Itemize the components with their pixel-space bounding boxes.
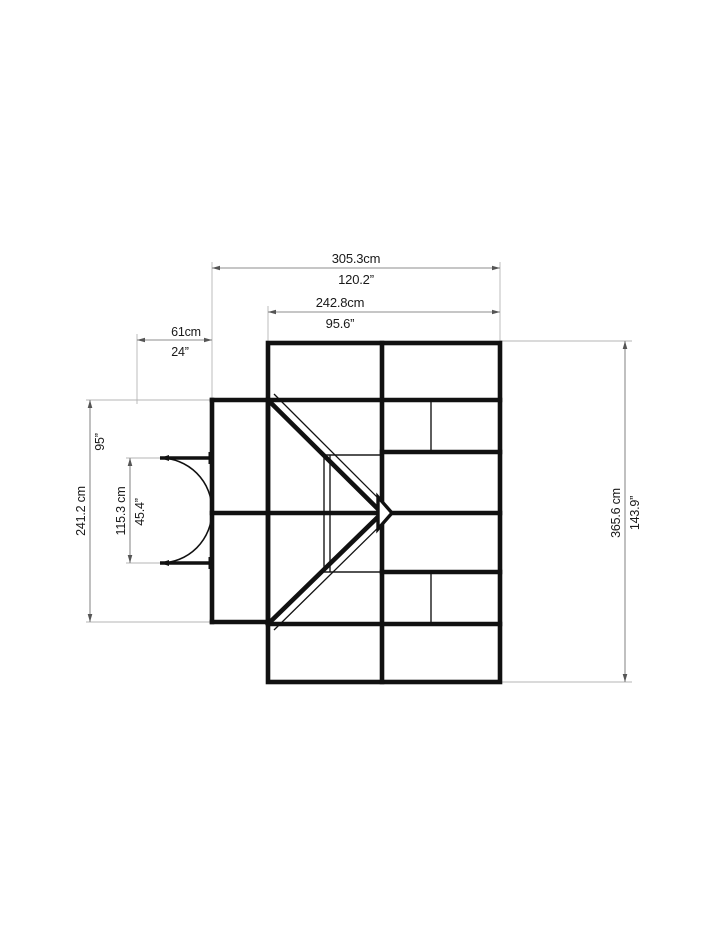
- door-tip-marker-upper: [160, 455, 169, 461]
- label-inner-width-imperial: 95.6”: [326, 316, 355, 331]
- roof-diagonal-upper: [264, 396, 386, 517]
- roof-diagonal-lower: [264, 509, 386, 628]
- extension-lines: [86, 262, 632, 683]
- label-overall-depth-metric: 365.6 cm: [609, 488, 623, 538]
- label-wing-width-imperial: 24”: [171, 345, 189, 359]
- double-swing-door: [159, 452, 213, 569]
- roof-diagonal-inner-lines: [273, 393, 389, 631]
- structure-frame: [209, 340, 503, 685]
- door-swing-arc-lower: [159, 510, 213, 564]
- label-wing-width-metric: 61cm: [171, 325, 201, 339]
- dimension-labels: 305.3cm 120.2” 242.8cm 95.6” 61cm 24” 24…: [74, 251, 642, 538]
- label-overall-depth-imperial: 143.9”: [628, 496, 642, 530]
- dimension-lines: [87, 265, 628, 682]
- ridge-apex-marker: [376, 492, 395, 534]
- label-wing-depth-metric: 241.2 cm: [74, 486, 88, 536]
- label-overall-width-imperial: 120.2”: [338, 272, 374, 287]
- label-door-opening-metric: 115.3 cm: [114, 487, 128, 536]
- label-wing-depth-imperial: 95”: [93, 433, 107, 451]
- door-swing-arc-upper: [159, 457, 213, 511]
- door-tip-marker-lower: [160, 560, 169, 566]
- label-door-opening-imperial: 45.4”: [133, 498, 147, 526]
- roof-diagonal-upper-outer: [273, 393, 389, 509]
- label-inner-width-metric: 242.8cm: [316, 295, 364, 310]
- roof-diagonal-lower-outer: [273, 517, 389, 631]
- label-overall-width-metric: 305.3cm: [332, 251, 380, 266]
